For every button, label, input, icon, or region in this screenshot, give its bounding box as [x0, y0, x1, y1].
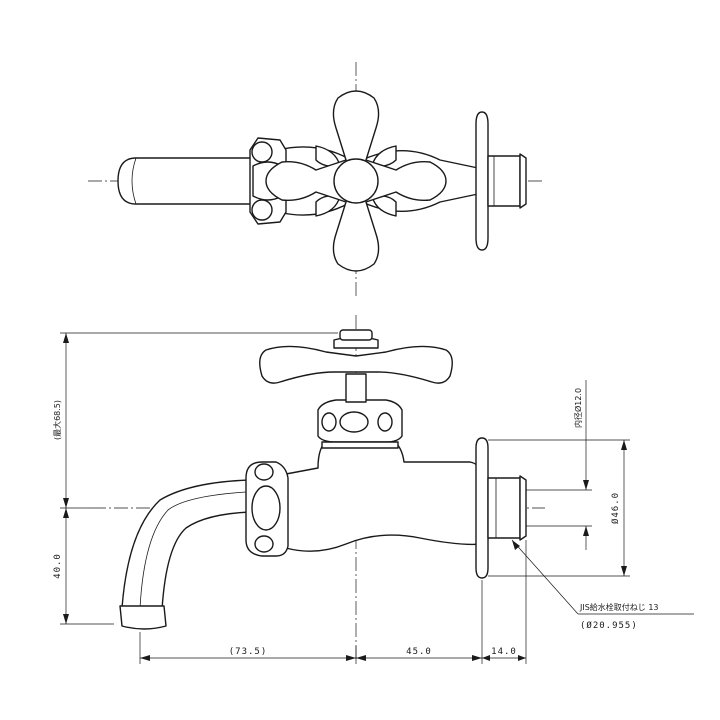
union-nut-lobe-lower	[251, 199, 273, 221]
cross-handle-front	[259, 345, 453, 384]
front-view	[92, 315, 545, 662]
dim-bore-diameter-label: 内径Ø12.0	[573, 388, 583, 428]
dim-spout-height-label: 40.0	[53, 553, 63, 579]
dimensions: (最大68.5) 40.0 (73.5) 45.0 14.0	[52, 332, 694, 664]
arrow	[63, 498, 69, 508]
arrow	[346, 655, 356, 661]
thread-front	[487, 477, 521, 539]
spout-inner-line	[139, 491, 247, 609]
thread-top	[487, 155, 521, 207]
arrow	[482, 655, 490, 661]
thread-end-top	[519, 153, 527, 209]
dim-flange-diameter-label: Ø46.0	[610, 492, 621, 524]
flange-top	[475, 111, 489, 251]
arrow	[621, 566, 627, 576]
stem	[345, 373, 367, 403]
spout-nozzle	[119, 605, 167, 630]
arrow	[140, 655, 150, 661]
union-nut-lobe-bottom	[254, 535, 274, 553]
dim-thread-length-label: 14.0	[491, 647, 517, 657]
bonnet-lobe-left	[321, 412, 337, 432]
union-nut-window	[251, 485, 281, 531]
bonnet-collar	[321, 441, 399, 449]
body-front	[285, 439, 483, 552]
spout-tip-line	[131, 157, 137, 205]
thread-end-front	[519, 475, 527, 541]
top-view	[88, 62, 545, 298]
arrow	[583, 526, 589, 536]
arrow	[621, 440, 627, 450]
arrow	[356, 655, 366, 661]
arrow	[63, 508, 69, 518]
dim-body-length-label: 45.0	[406, 647, 432, 657]
handle-hub	[333, 158, 379, 204]
bonnet-lobe-right	[377, 412, 393, 432]
arrow	[63, 614, 69, 624]
thread-callout-leader	[511, 539, 579, 615]
thread-callout-diameter: (Ø20.955)	[580, 620, 638, 631]
arrow	[583, 480, 589, 490]
union-nut-lobe-top	[254, 463, 274, 481]
arrow	[518, 655, 526, 661]
thread-callout-label: JIS給水栓取付ねじ 13	[579, 602, 659, 612]
arrow	[472, 655, 482, 661]
handle-screw	[339, 329, 373, 341]
bonnet-lobe-center	[339, 411, 369, 433]
union-nut-lobe-upper	[251, 141, 273, 163]
arrow	[512, 540, 520, 550]
flange-front	[475, 437, 489, 579]
spout-top	[117, 157, 253, 205]
dim-spout-reach-label: (73.5)	[229, 647, 268, 657]
arrow	[63, 333, 69, 343]
dim-max-height-label: (最大68.5)	[52, 400, 62, 440]
